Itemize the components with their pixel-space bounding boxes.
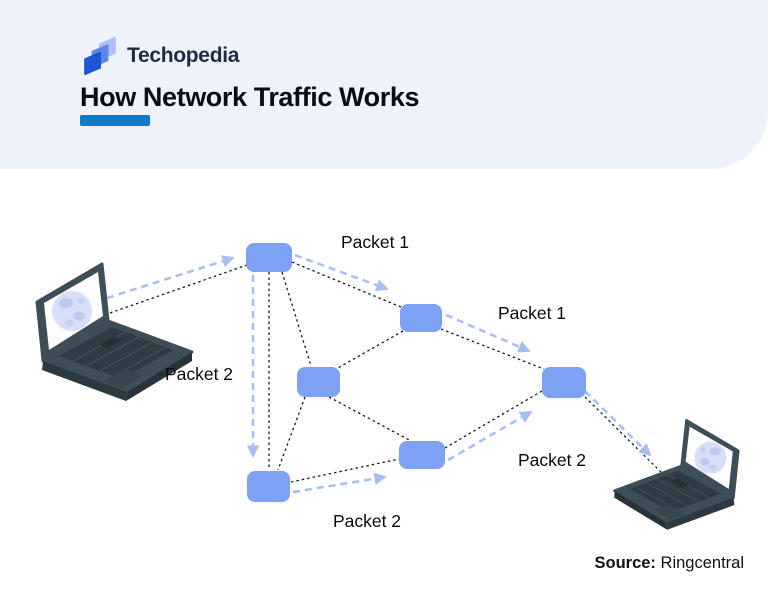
packet2-path-nodeD-nodeE [447,410,533,462]
link-nodeA-nodeC [281,271,312,367]
source-attribution: Source: Ringcentral [595,554,745,573]
link-nodeE-laptopR [584,396,663,474]
link-nodeD-nodeE [444,390,543,449]
page-title: How Network Traffic Works [80,82,420,112]
packet-path-laptopL-nodeA [106,255,235,300]
source-label: Source: [594,554,656,572]
brand-name: Techopedia [127,44,240,67]
packet1-label-top: Packet 1 [341,232,409,252]
link-nodeA-nodeB [291,261,402,308]
network-nodes [246,243,586,502]
packet1-path-nodeA-nodeB [294,253,389,292]
header-band: Techopedia How Network Traffic Works [0,0,768,169]
link-nodeC-nodeF [277,396,306,471]
router-node-c [297,367,340,397]
router-node-e [542,367,586,398]
title-underline [80,115,150,126]
link-nodeB-nodeE [440,328,545,370]
packet1-label-mid: Packet 1 [498,303,566,323]
router-node-a [246,243,292,272]
packet1-path-nodeB-nodeE [445,313,531,353]
packet-labels: Packet 1 Packet 1 Packet 2 Packet 2 Pack… [165,232,586,531]
packet-path-nodeE-laptopR [584,390,652,457]
packet2-label-bottom: Packet 2 [333,511,401,531]
link-nodeC-nodeD [328,396,412,442]
packet-paths [106,253,652,494]
link-nodeB-nodeC [335,330,404,370]
link-laptopL-nodeA [109,264,248,314]
brand: Techopedia [82,37,239,75]
link-lines [109,261,663,483]
router-node-f [247,471,290,502]
techopedia-logo-icon [84,37,116,75]
router-node-b [400,304,442,332]
source-value: Ringcentral [660,554,744,572]
packet2-path-nodeF-nodeD [292,472,387,494]
packet2-label-left: Packet 2 [165,364,233,384]
packet2-label-right: Packet 2 [518,450,586,470]
router-node-d [399,441,445,469]
link-nodeF-nodeD [290,458,400,483]
